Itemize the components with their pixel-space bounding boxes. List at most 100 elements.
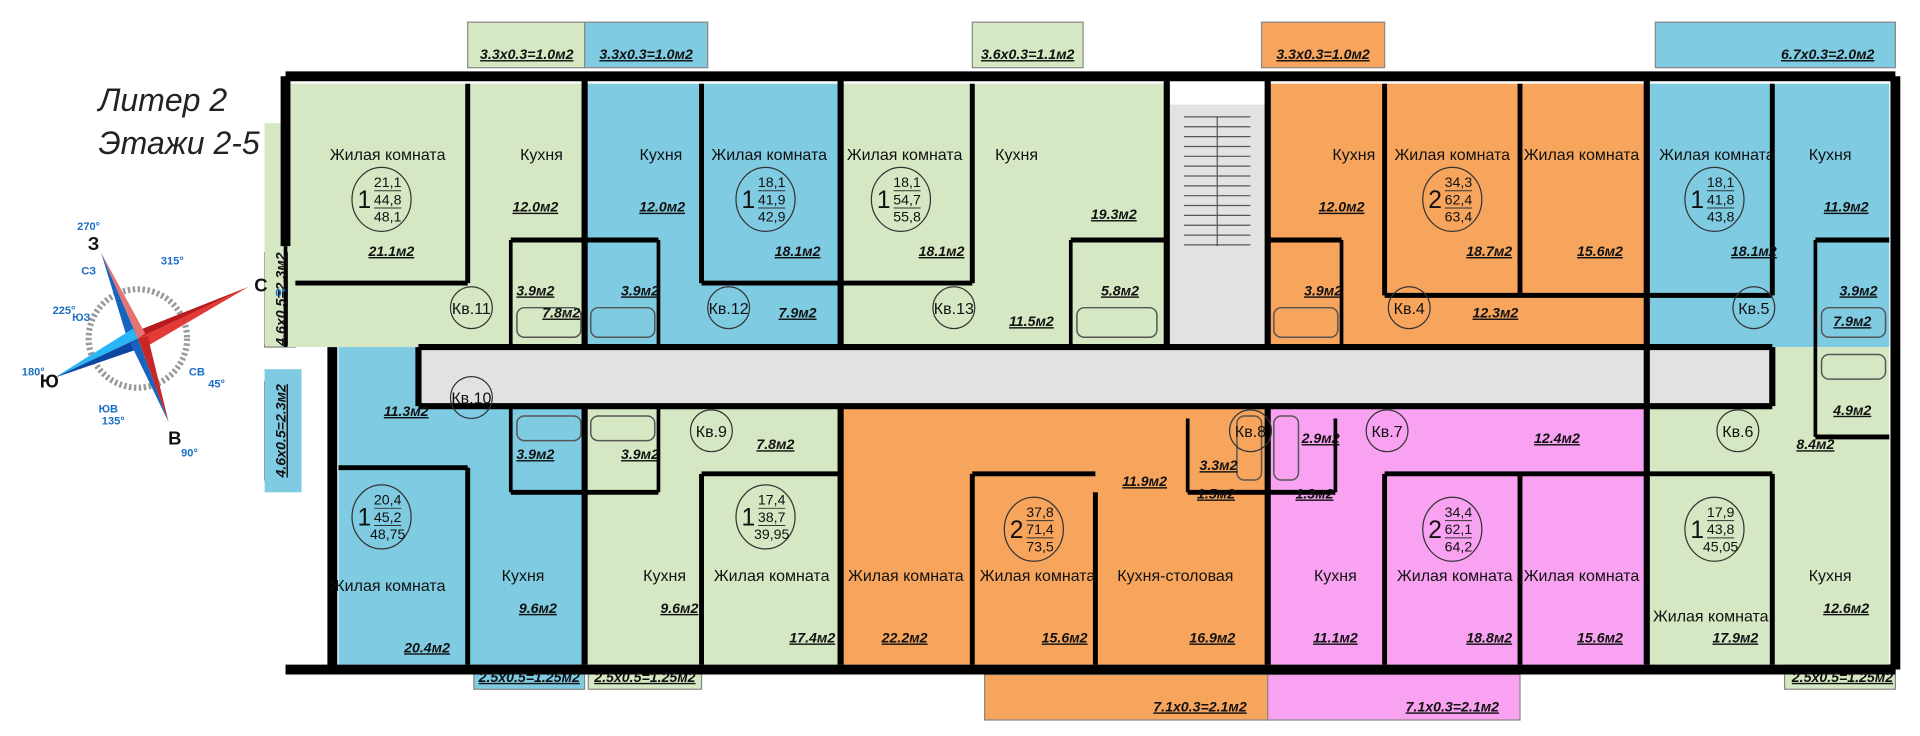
room-area: 9.6м2: [660, 600, 698, 616]
apartment-area: [584, 83, 841, 348]
balcony-label: 6.7x0.3=2.0м2: [1781, 46, 1875, 62]
apartment-number-badge: [707, 286, 751, 330]
room-count: 1: [357, 187, 371, 214]
apartment-number: Кв.7: [1371, 424, 1402, 441]
room-name: Жилая комната: [711, 147, 827, 164]
room-count: 2: [1428, 517, 1442, 544]
room-count: 1: [357, 505, 371, 532]
total-area-with-balcony: 63,4: [1445, 209, 1473, 225]
summary-circle: [351, 484, 412, 550]
room-area: 12.6м2: [1823, 600, 1869, 616]
compass-south-deg: 180°: [22, 366, 45, 378]
bathtub-icon: [516, 415, 582, 442]
compass-north-deg: 0°: [275, 288, 286, 300]
apartment-area: [1267, 406, 1647, 665]
room-name: Кухня: [1809, 147, 1852, 164]
room-area: 7.9м2: [1833, 313, 1871, 329]
bathtub-icon: [1273, 306, 1339, 338]
summary-circle: [1003, 496, 1064, 562]
total-area-with-balcony: 64,2: [1445, 538, 1473, 554]
bathtub-icon: [1820, 353, 1887, 380]
room-name: Кухня: [995, 147, 1038, 164]
room-area: 11.9м2: [1824, 199, 1869, 215]
balcony: [584, 21, 709, 69]
walls: [280, 71, 1901, 675]
room-area: 15.6м2: [1042, 629, 1088, 645]
apartment-area: [1646, 83, 1890, 348]
title-line-2: Этажи 2-5: [98, 125, 259, 161]
stairwell: [1184, 116, 1251, 247]
balcony-label: 3.3x0.3=1.0м2: [480, 46, 574, 62]
compass-west-deg: 270°: [77, 221, 100, 233]
compass-nw: СЗ: [81, 265, 96, 277]
bathtub-icon: [590, 415, 656, 442]
corridor: [418, 347, 1773, 407]
total-area: 71,4: [1026, 521, 1054, 537]
total-area-with-balcony: 48,75: [370, 526, 406, 542]
balcony-label: 2.5x0.5=1.25м2: [478, 669, 580, 685]
summary-circle: [1422, 496, 1483, 562]
apartment-number: Кв.6: [1722, 424, 1753, 441]
room-area: 12.0м2: [639, 199, 685, 215]
apartment-area: [264, 369, 302, 493]
bathtub-icon: [1273, 415, 1300, 481]
balcony: [971, 21, 1084, 69]
apartment-number: Кв.8: [1235, 424, 1266, 441]
balcony: [1654, 21, 1896, 69]
room-area: 3.9м2: [516, 446, 554, 462]
room-area: 5.8м2: [1101, 282, 1139, 298]
total-area: 45,2: [374, 509, 402, 525]
balcony-label: 7.1x0.3=2.1м2: [1153, 698, 1247, 714]
room-area: 11.3м2: [384, 403, 429, 419]
room-area: 16.9м2: [1189, 629, 1235, 645]
room-area: 18.8м2: [1466, 629, 1512, 645]
total-area-with-balcony: 73,5: [1026, 538, 1054, 554]
summary-circle: [735, 166, 796, 232]
room-name: Жилая комната: [1397, 568, 1513, 585]
room-area: 2.9м2: [1301, 430, 1340, 446]
room-area: 1.3м2: [1295, 485, 1333, 501]
total-area-with-balcony: 43,8: [1707, 209, 1735, 225]
room-area: 7.9м2: [779, 305, 817, 321]
apartment-number: Кв.5: [1738, 301, 1769, 318]
room-area: 19.3м2: [1091, 206, 1137, 222]
room-area: 15.6м2: [1577, 243, 1623, 259]
balcony: [467, 21, 586, 69]
room-area: 12.4м2: [1534, 430, 1580, 446]
summary-circle: [1684, 496, 1745, 562]
room-area: 8.4м2: [1796, 436, 1834, 452]
living-area: 17,9: [1707, 504, 1735, 520]
room-area: 12.0м2: [1319, 199, 1365, 215]
compass-se-deg: 135°: [102, 416, 125, 428]
room-area: 3.9м2: [516, 282, 554, 298]
apartment-area: [840, 406, 1268, 665]
room-count: 1: [1690, 187, 1704, 214]
summary-circle: [735, 484, 796, 550]
apartment-area: [1267, 83, 1647, 348]
total-area-with-balcony: 39,95: [754, 526, 790, 542]
room-area: 22.2м2: [881, 629, 928, 645]
balcony-label: 7.1x0.3=2.1м2: [1406, 698, 1500, 714]
compass-ne-deg: 45°: [208, 379, 225, 391]
compass-sw: ЮЗ: [72, 312, 90, 324]
total-area: 41,8: [1707, 191, 1735, 207]
apartment-number-badge: [1365, 409, 1409, 453]
total-area: 54,7: [893, 191, 921, 207]
room-area: 18.1м2: [1731, 243, 1777, 259]
living-area: 17,4: [758, 492, 786, 508]
compass-north: С: [254, 275, 267, 296]
room-area: 11.9м2: [1122, 473, 1167, 489]
room-area: 1.5м2: [1197, 485, 1235, 501]
room-count: 1: [877, 187, 891, 214]
title-line-1: Литер 2: [96, 82, 227, 118]
room-area: 3.3м2: [1199, 457, 1237, 473]
living-area: 18,1: [758, 174, 786, 190]
room-name: Кухня-столовая: [1117, 568, 1233, 585]
apartment-number-badge: [1716, 409, 1760, 453]
room-name: Жилая комната: [1659, 147, 1775, 164]
apartment-area: [285, 83, 585, 348]
room-area: 12.0м2: [512, 199, 558, 215]
balcony: [1260, 21, 1386, 69]
